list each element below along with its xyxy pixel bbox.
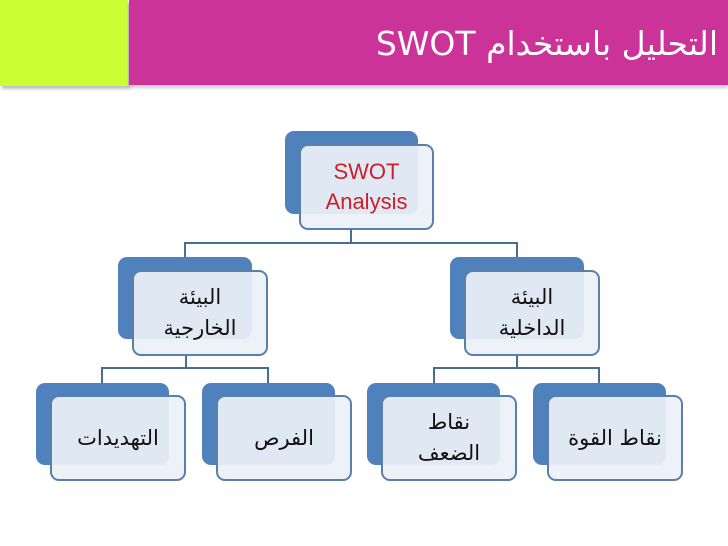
node-label: نقاط القوة [568, 425, 662, 450]
weaknesses-label-line1: نقاط [427, 410, 471, 434]
root-label-line2: Analysis [325, 189, 408, 214]
external-label-line2: الخارجية [163, 316, 237, 340]
node-front-shape: التهديدات [50, 395, 186, 481]
node-front-shape: SWOT Analysis [299, 144, 434, 230]
node-label: البيئة الخارجية [164, 282, 237, 344]
header-bar: التحليل باستخدام SWOT [129, 0, 728, 85]
connector-root-stem [350, 228, 352, 244]
node-front-shape: الفرص [216, 395, 352, 481]
connector-internal-horizontal [433, 367, 600, 369]
connector-external-stem [185, 354, 187, 368]
connector-level2-horizontal [184, 242, 518, 244]
slide-title: التحليل باستخدام SWOT [375, 24, 718, 63]
node-label: نقاط الضعف [418, 407, 480, 469]
node-label: الفرص [254, 425, 314, 450]
header-accent-block [0, 0, 128, 86]
weaknesses-label-line2: الضعف [417, 441, 481, 465]
connector-to-external [184, 242, 186, 258]
node-front-shape: البيئة الخارجية [132, 270, 268, 356]
connector-to-threats [101, 367, 103, 383]
internal-label-line2: الداخلية [498, 316, 566, 340]
connector-to-strengths [598, 367, 600, 383]
connector-external-horizontal [101, 367, 269, 369]
internal-label-line1: البيئة [510, 285, 554, 309]
node-label: البيئة الداخلية [499, 282, 566, 344]
node-front-shape: البيئة الداخلية [464, 270, 600, 356]
node-label: التهديدات [77, 425, 159, 450]
root-label-line1: SWOT [333, 159, 400, 184]
node-front-shape: نقاط الضعف [381, 395, 517, 481]
connector-to-weaknesses [433, 367, 435, 383]
connector-to-internal [516, 242, 518, 258]
node-label: SWOT Analysis [326, 157, 408, 217]
node-front-shape: نقاط القوة [547, 395, 683, 481]
connector-internal-stem [516, 354, 518, 368]
external-label-line1: البيئة [178, 285, 222, 309]
connector-to-opportunities [267, 367, 269, 383]
